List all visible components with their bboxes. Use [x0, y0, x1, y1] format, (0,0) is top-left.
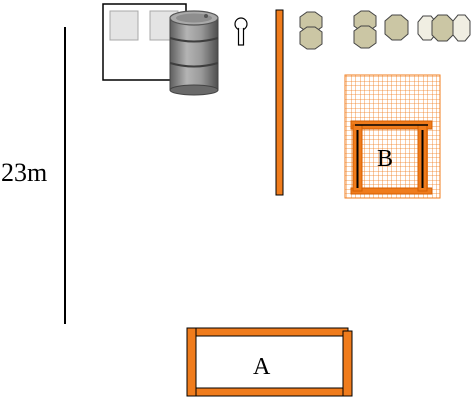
scale-label: 23m: [1, 158, 47, 187]
equipment-panel-left: [109, 10, 139, 41]
stone-icon: [452, 14, 471, 42]
stone-icon: [431, 14, 454, 42]
barrier-post: [275, 9, 284, 196]
zone-a-label: A: [253, 354, 271, 380]
stone-icon: [353, 25, 377, 49]
keyhole-icon: [234, 17, 248, 46]
zone-a: A: [186, 327, 353, 397]
stone-icon: [384, 14, 409, 41]
zone-b-label: B: [377, 146, 393, 172]
stones-group: [299, 10, 471, 50]
zone-b: B: [344, 74, 441, 199]
barrel-icon: [169, 10, 219, 96]
stone-icon: [299, 26, 323, 50]
